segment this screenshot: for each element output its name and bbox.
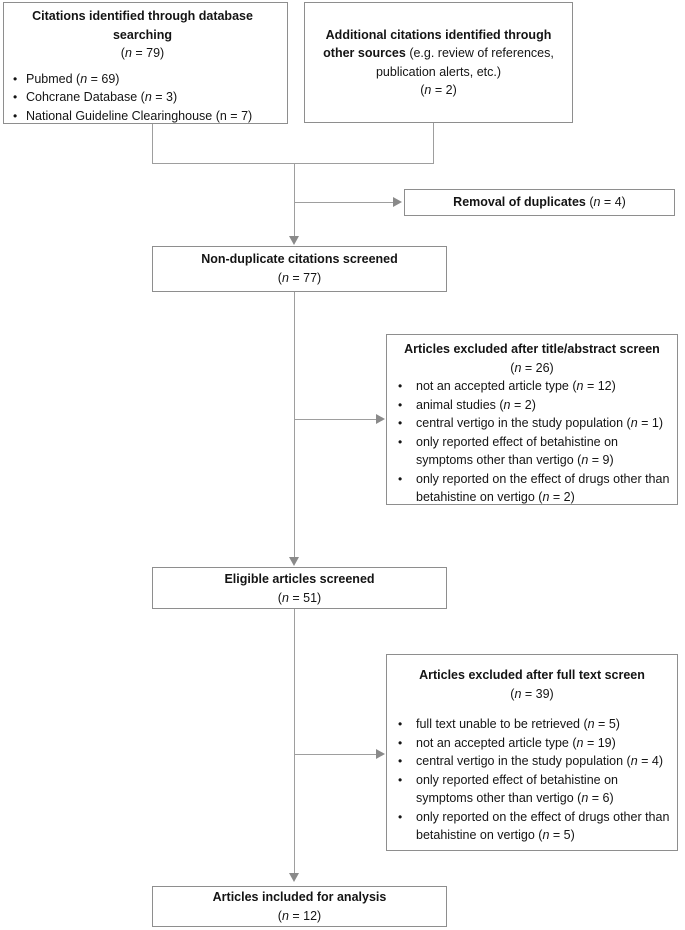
- connector-to-exclusion-1: [294, 419, 376, 420]
- arrowhead-down-icon: [289, 236, 299, 245]
- arrowhead-down-icon: [289, 873, 299, 882]
- box-included-analysis: Articles included for analysis (n = 12): [152, 886, 447, 927]
- box-other-sources: Additional citations identified through …: [304, 2, 573, 123]
- excluded-title-abstract-title: Articles excluded after title/abstract s…: [404, 342, 660, 356]
- included-title: Articles included for analysis: [212, 890, 387, 904]
- connector-other-down: [433, 123, 434, 164]
- excluded-title-abstract-bullet-list: not an accepted article type (n = 12) an…: [387, 377, 677, 507]
- eligible-count: (n = 51): [277, 590, 322, 605]
- removal-duplicates-label: Removal of duplicates (n = 4): [453, 193, 626, 212]
- box-removal-duplicates: Removal of duplicates (n = 4): [404, 189, 675, 216]
- arrowhead-right-icon: [376, 414, 385, 424]
- list-item: central vertigo in the study population …: [387, 752, 677, 771]
- connector-to-exclusion-2: [294, 754, 376, 755]
- connector-db-down: [152, 124, 153, 164]
- connector-to-duplicates: [294, 202, 393, 203]
- connector-join-horizontal: [152, 163, 434, 164]
- list-item: only reported on the effect of drugs oth…: [387, 470, 677, 507]
- box-eligible-screened: Eligible articles screened (n = 51): [152, 567, 447, 609]
- other-sources-title-rest: (e.g. review of references, publication …: [375, 46, 554, 79]
- list-item: only reported effect of betahistine on s…: [387, 433, 677, 470]
- included-count: (n = 12): [277, 908, 322, 923]
- connector-spine-1: [294, 163, 295, 236]
- list-item: not an accepted article type (n = 19): [387, 734, 677, 753]
- non-duplicate-count: (n = 77): [277, 270, 322, 285]
- list-item: not an accepted article type (n = 12): [387, 377, 677, 396]
- other-sources-text: Additional citations identified through …: [310, 26, 567, 82]
- connector-spine-2: [294, 292, 295, 557]
- list-item: full text unable to be retrieved (n = 5): [387, 715, 677, 734]
- non-duplicate-title: Non-duplicate citations screened: [201, 252, 398, 266]
- eligible-title: Eligible articles screened: [224, 572, 375, 586]
- list-item: only reported effect of betahistine on s…: [387, 771, 677, 808]
- box-non-duplicate-screened: Non-duplicate citations screened (n = 77…: [152, 246, 447, 292]
- box-database-search: Citations identified through database se…: [3, 2, 288, 126]
- list-item: central vertigo in the study population …: [387, 414, 677, 433]
- database-search-bullet-list: Pubmed (n = 69) Cohcrane Database (n = 3…: [4, 70, 281, 126]
- box-excluded-full-text: Articles excluded after full text screen…: [386, 654, 678, 851]
- other-sources-title-bold: Additional citations identified through …: [323, 27, 552, 61]
- arrowhead-down-icon: [289, 557, 299, 566]
- excluded-full-text-bullet-list: full text unable to be retrieved (n = 5)…: [387, 715, 677, 845]
- database-search-title: Citations identified through database se…: [32, 9, 253, 42]
- removal-duplicates-count: (n = 4): [589, 195, 626, 210]
- excluded-full-text-title: Articles excluded after full text screen: [419, 668, 645, 682]
- list-item: Cohcrane Database (n = 3): [4, 88, 281, 107]
- arrowhead-right-icon: [376, 749, 385, 759]
- connector-spine-3: [294, 609, 295, 873]
- excluded-title-abstract-count: (n = 26): [510, 360, 554, 375]
- list-item: animal studies (n = 2): [387, 396, 677, 415]
- list-item: National Guideline Clearinghouse (n = 7): [4, 107, 281, 126]
- database-search-count: (n = 79): [120, 46, 165, 60]
- other-sources-count: (n = 2): [420, 83, 457, 97]
- box-excluded-title-abstract: Articles excluded after title/abstract s…: [386, 334, 678, 505]
- arrowhead-right-icon: [393, 197, 402, 207]
- list-item: Pubmed (n = 69): [4, 70, 281, 89]
- removal-duplicates-label-bold: Removal of duplicates: [453, 195, 590, 210]
- excluded-full-text-count: (n = 39): [510, 686, 554, 701]
- list-item: only reported on the effect of drugs oth…: [387, 808, 677, 845]
